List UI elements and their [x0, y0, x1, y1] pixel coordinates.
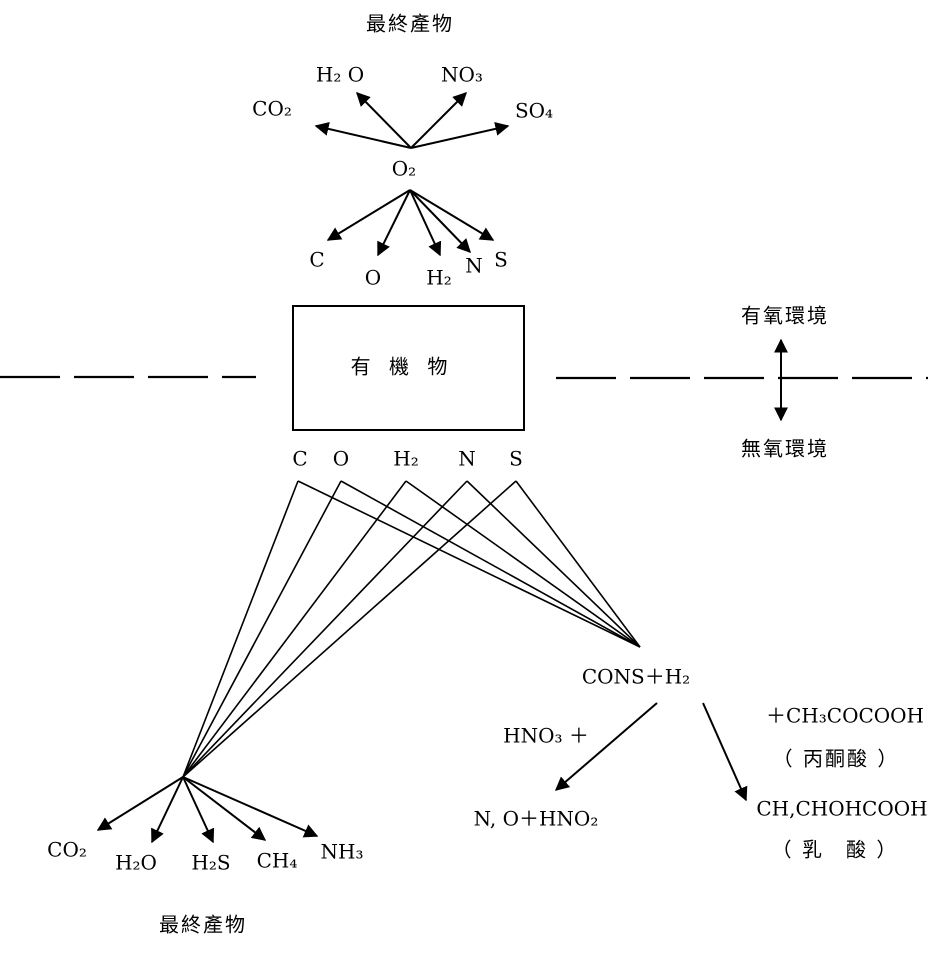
product-no3-top: NO₃	[441, 63, 483, 87]
element-h2-top: H₂	[426, 266, 451, 290]
product-co2-top: CO₂	[252, 97, 292, 121]
product-h2o-bottom: H₂O	[115, 851, 157, 875]
arrow-to-n2o	[554, 702, 658, 791]
element-n-top: N	[465, 254, 483, 278]
product-so4-top: SO₄	[515, 99, 553, 123]
element-c-top: C	[309, 248, 324, 272]
anaerobic-connection-lines	[182, 480, 641, 778]
organic-matter-label: 有 機 物	[351, 355, 454, 379]
element-o-bottom: O	[333, 447, 349, 471]
aerobic-anaerobic-divider	[0, 375, 928, 380]
arrow-to-lactic	[702, 702, 748, 802]
n2o-hno2-label: N, O＋HNO₂	[474, 807, 599, 831]
lactate-name: （ 乳 酸 ）	[772, 838, 899, 862]
lactate-formula: CH,CHOHCOOH	[756, 797, 927, 821]
pyruvate-name: （ 丙酮酸 ）	[773, 747, 900, 771]
hno3-label: HNO₃ ＋	[503, 724, 589, 748]
product-h2s-bottom: H₂S	[191, 851, 230, 875]
organic-matter-box	[292, 305, 525, 431]
element-n-bottom: N	[458, 447, 476, 471]
element-s-top: S	[494, 248, 508, 272]
pyruvate-formula: ＋CH₃COCOOH	[766, 704, 924, 728]
aerobic-element-arrows	[326, 189, 495, 257]
anaerobic-final-products-title: 最終產物	[159, 913, 247, 937]
element-s-bottom: S	[509, 447, 523, 471]
aerobic-product-arrows	[314, 92, 510, 149]
product-ch4-bottom: CH₄	[257, 849, 298, 873]
aerobic-final-products-title: 最終產物	[366, 12, 454, 36]
product-nh3-bottom: NH₃	[321, 840, 364, 864]
product-co2-bottom: CO₂	[47, 838, 87, 862]
anaerobic-environment-label: 無氧環境	[741, 437, 829, 461]
element-o-top: O	[365, 266, 381, 290]
oxygen-label: O₂	[392, 157, 416, 181]
aerobic-environment-label: 有氧環境	[741, 304, 829, 328]
product-h2o-top: H₂ O	[316, 63, 364, 87]
anaerobic-product-arrows	[96, 776, 319, 844]
element-c-bottom: C	[292, 447, 307, 471]
cons-h2-label: CONS＋H₂	[582, 665, 690, 689]
element-h2-bottom: H₂	[393, 447, 418, 471]
